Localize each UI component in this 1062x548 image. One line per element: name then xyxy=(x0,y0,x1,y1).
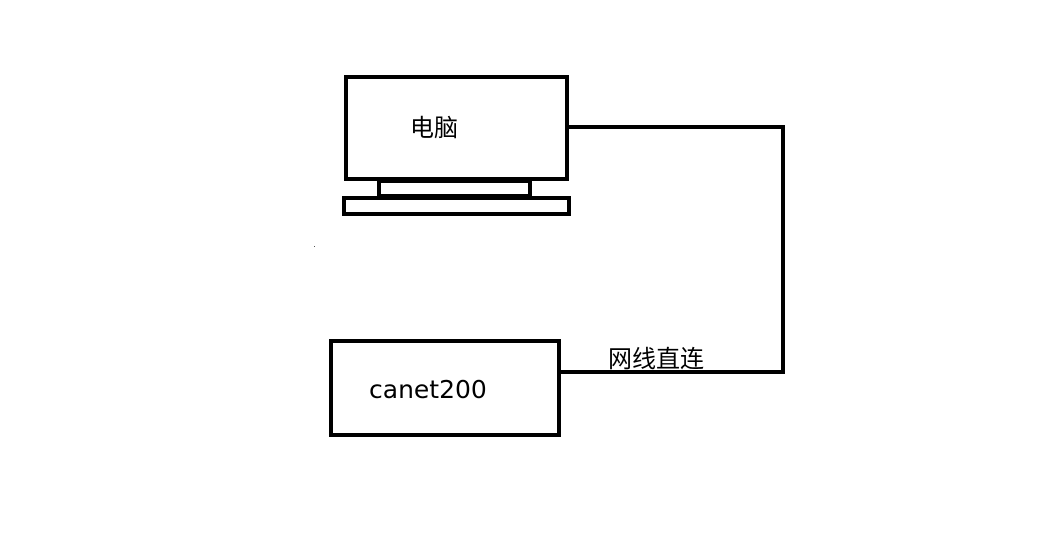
connection-label: 网线直连 xyxy=(608,345,704,373)
computer-base xyxy=(342,196,571,216)
canet200-box xyxy=(329,339,561,437)
stray-dot xyxy=(314,246,315,247)
network-cable xyxy=(560,125,785,374)
canet200-label: canet200 xyxy=(369,375,487,404)
computer-stand xyxy=(377,179,532,198)
computer-label: 电脑 xyxy=(410,114,458,142)
computer-node xyxy=(342,75,571,216)
